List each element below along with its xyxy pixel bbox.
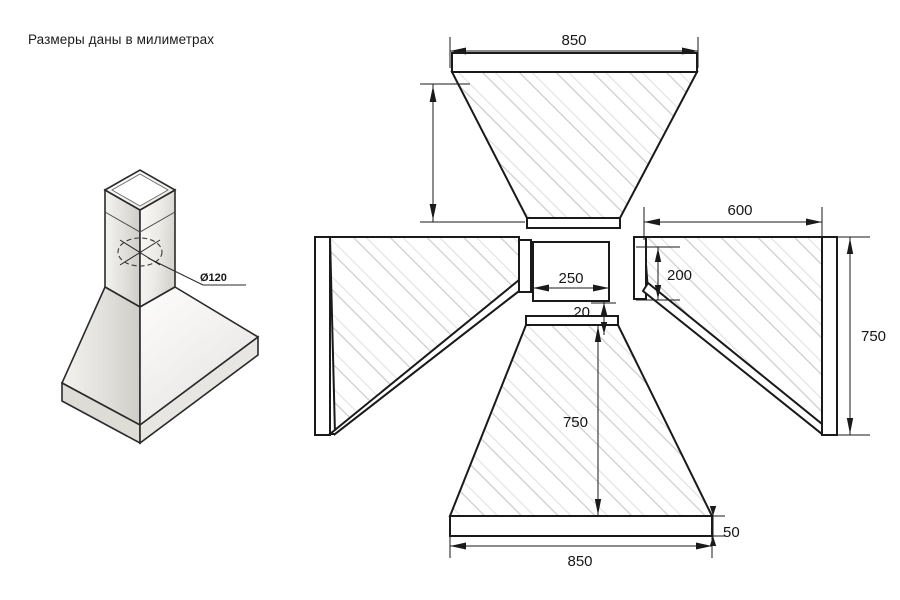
dim-50-arrow-up	[709, 506, 717, 516]
diameter-label: Ø120	[200, 272, 227, 284]
dim-bottom-850-arrow-left	[450, 542, 466, 550]
duct-outlet-circle	[117, 237, 163, 267]
label-bottom-width-850: 850	[567, 553, 592, 570]
label-right-height-750: 750	[861, 328, 886, 345]
chimney-band-left	[104, 211, 176, 233]
dim-gap-20-arrow-up	[600, 303, 608, 315]
dim-50-arrow-down	[709, 536, 717, 546]
dimension-lines-group	[420, 37, 870, 558]
diameter-leader-line	[147, 257, 204, 286]
bottom-panel-top-flange	[525, 315, 619, 326]
center-panel-group	[532, 241, 610, 302]
right-panel-left-flange	[633, 236, 647, 300]
duct-cross-line-2	[119, 239, 161, 266]
top-panel-flange	[451, 52, 698, 73]
label-right-inner-height-200: 200	[667, 267, 692, 284]
dim-600-arrow-left	[644, 218, 660, 226]
left-panel-group	[314, 236, 532, 437]
bottom-panel-bottom-flange	[449, 515, 713, 537]
dim-top-850-arrow-right	[682, 47, 698, 55]
top-panel-body	[450, 71, 699, 219]
dim-right-750-arrow-down	[846, 418, 854, 434]
dimension-text-group: 850 250 20 200 600 750 750 50 850	[558, 32, 886, 570]
iso-hood-body: Ø120	[60, 169, 260, 445]
top-panel-bottom-flange	[526, 217, 621, 229]
dim-bottom-850-arrow-right	[696, 542, 712, 550]
dim-top-850-arrow-left	[450, 47, 466, 55]
dim-200-arrow-down	[654, 285, 662, 299]
dim-bottom-750-arrow-down	[594, 499, 602, 515]
dim-center-250-arrow-left	[533, 284, 549, 292]
label-center-width-250: 250	[558, 270, 583, 287]
dim-right-750-arrow-up	[846, 238, 854, 254]
units-note: Размеры даны в милиметрах	[28, 32, 215, 47]
dim-600-arrow-right	[806, 218, 822, 226]
right-panel-diagonal-flange	[641, 281, 823, 437]
dim-top-height-arrow-up	[429, 86, 437, 102]
left-panel-flange	[314, 236, 331, 436]
right-panel-flange	[821, 236, 838, 436]
hood-base-front-right	[139, 335, 259, 445]
label-bottom-height-750: 750	[563, 414, 588, 431]
right-panel-group	[633, 236, 838, 437]
dim-200-arrow-up	[654, 248, 662, 262]
dim-center-250-arrow-right	[593, 284, 609, 292]
center-panel-body	[532, 241, 610, 302]
top-panel-group	[450, 52, 699, 229]
label-flange-50: 50	[723, 524, 740, 541]
bottom-panel-group	[448, 315, 714, 537]
dim-gap-20-arrow-down	[600, 322, 608, 334]
left-panel-body	[328, 236, 520, 437]
label-gap-20: 20	[573, 304, 590, 321]
left-panel-right-flange	[518, 239, 532, 293]
label-top-width-850: 850	[561, 32, 586, 49]
chimney-top-inner-rim	[111, 173, 169, 207]
dim-top-height-arrow-down	[429, 204, 437, 220]
label-right-top-width-600: 600	[727, 202, 752, 219]
dim-bottom-750-arrow-up	[594, 326, 602, 342]
